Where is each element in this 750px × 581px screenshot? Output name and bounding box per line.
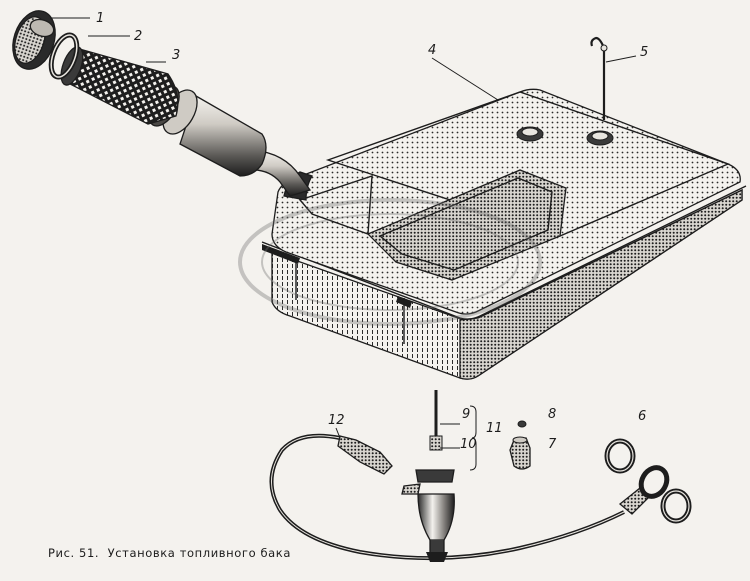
tank-sender-boss-inner (521, 127, 539, 137)
filler-cap (12, 10, 56, 70)
plug-washer (517, 420, 527, 428)
callout-8: 8 (548, 407, 556, 422)
callout-3: 3 (172, 48, 180, 63)
tank-lower-rim (261, 185, 747, 320)
gasket-ring (48, 32, 80, 80)
tank-mount-bracket (262, 244, 412, 308)
fuel-tap-assembly (401, 390, 455, 562)
fuel-tank (261, 88, 747, 380)
callout-5: 5 (640, 45, 648, 60)
callout-7: 7 (548, 437, 557, 452)
drain-plug (509, 436, 531, 470)
figure-caption: Рис. 51. Установка топливного бака (48, 546, 291, 560)
tank-recess-inner (378, 177, 553, 271)
gauge-rod (590, 36, 608, 120)
seal-rings (604, 438, 692, 524)
tank-right-side (459, 188, 743, 380)
figure-label: Рис. 51. (48, 546, 100, 560)
callout-4: 4 (428, 43, 436, 58)
fuel-hose (269, 433, 670, 561)
figure-title: Установка топливного бака (107, 546, 291, 560)
tank-left-pocket (298, 175, 373, 235)
watermark-stamp (238, 198, 542, 326)
callout-2: 2 (134, 29, 142, 44)
tank-strap-left (295, 262, 405, 344)
leader-lines (50, 17, 637, 471)
filler-pipe-body (179, 95, 267, 177)
callout-9: 9 (462, 407, 470, 422)
callout-12: 12 (328, 413, 345, 428)
tank-recess (366, 169, 567, 281)
sediment-bowl (417, 493, 455, 541)
callout-10: 10 (460, 437, 477, 452)
tank-gauge-boss-inner (591, 131, 609, 141)
callout-1: 1 (96, 11, 104, 26)
callout-6: 6 (638, 409, 646, 424)
callout-11: 11 (486, 421, 503, 436)
